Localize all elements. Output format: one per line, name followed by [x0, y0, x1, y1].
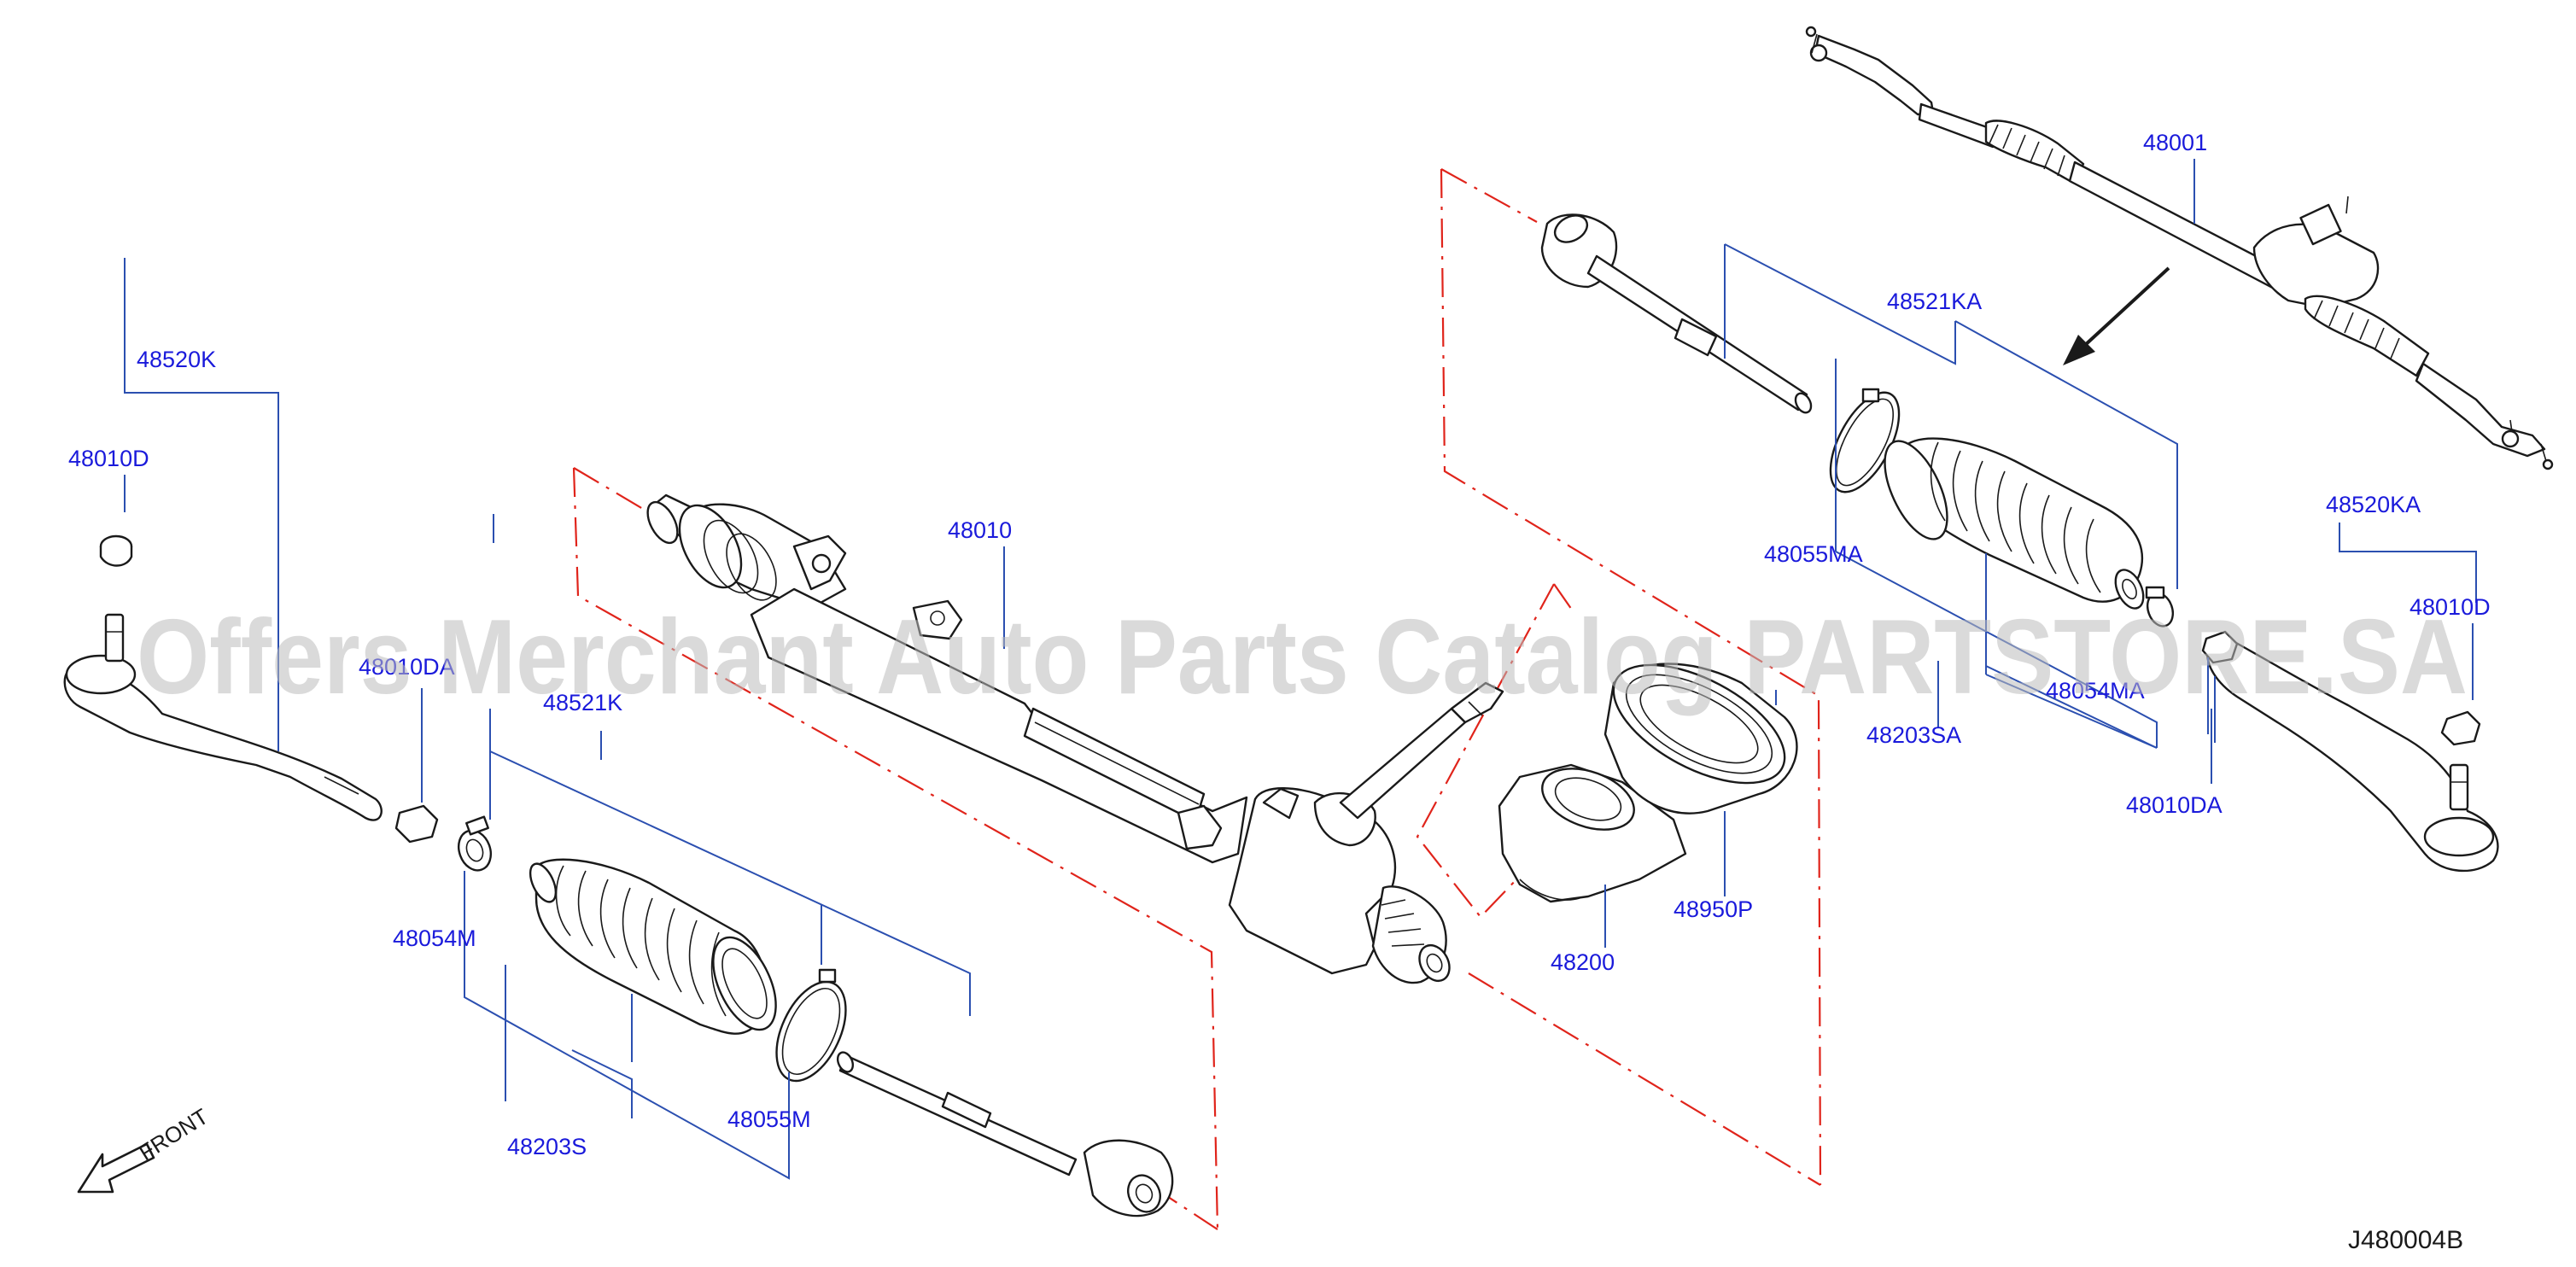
tie-rod-end-right — [2206, 637, 2499, 873]
part-label-48520ka-14: 48520KA — [2326, 492, 2421, 517]
part-label-48203s-11: 48203S — [507, 1134, 587, 1159]
clamp-48054M — [457, 815, 493, 872]
part-label-48521k-15: 48521K — [543, 690, 622, 715]
explode-outline-right — [1440, 168, 1822, 1186]
leader-line-5 — [2339, 523, 2477, 603]
explode-lines — [572, 168, 1822, 1230]
leader-line-18 — [1954, 320, 2178, 589]
boot-left — [529, 858, 777, 1035]
pinion-boot — [1498, 763, 1687, 903]
explode-line-boot-top — [1553, 583, 1576, 616]
direction-arrow — [2063, 266, 2170, 365]
explode-line-tierod-right — [1440, 168, 1538, 223]
diagram-code: J480004B — [2348, 1226, 2463, 1254]
part-label-48520k-13: 48520K — [137, 347, 216, 372]
grommet — [1603, 663, 1798, 814]
part-label-48521ka-16: 48521KA — [1887, 289, 1982, 314]
leader-line-13 — [489, 709, 971, 1016]
part-label-48054m-6: 48054M — [393, 925, 476, 951]
part-labels: 48001 48010 48010D 48010D 48010DA 48010DA 4805… — [68, 130, 2491, 1159]
leader-line-29 — [571, 1049, 633, 1118]
leader-line-26 — [1985, 674, 2158, 749]
leader-line-10 — [464, 931, 790, 1180]
rack-assembly-inset — [1805, 26, 2554, 470]
part-label-48010-1: 48010 — [948, 517, 1012, 543]
explode-line-rack-end — [1468, 972, 1821, 1186]
part-label-48010d-2: 48010D — [68, 446, 149, 471]
nut-left — [394, 804, 439, 844]
front-label: FRONT — [134, 1103, 213, 1165]
inner-tie-rod-left — [836, 1051, 1174, 1217]
part-label-48010d-3: 48010D — [2410, 594, 2491, 620]
explode-outline-left — [572, 467, 1219, 1230]
leader-lines — [124, 159, 2477, 1180]
leader-line-17 — [1724, 243, 1956, 365]
part-label-48055ma-9: 48055MA — [1764, 541, 1863, 567]
nut-right — [2201, 630, 2239, 664]
part-label-48010da-4: 48010DA — [2126, 792, 2223, 818]
leader-line-2 — [124, 258, 279, 751]
rack-housing — [646, 493, 1504, 984]
clamp-48054MA — [2145, 586, 2175, 628]
front-arrow-icon — [77, 1142, 155, 1194]
part-label-48950p-17: 48950P — [1674, 896, 1753, 922]
part-label-48203sa-12: 48203SA — [1866, 722, 1961, 748]
part-label-48055m-8: 48055M — [727, 1106, 811, 1132]
part-label-48010da-5: 48010DA — [359, 654, 455, 680]
leader-line-21 — [1835, 551, 2158, 748]
part-label-48001-0: 48001 — [2143, 130, 2207, 155]
part-label-48200-10: 48200 — [1551, 949, 1615, 975]
part-label-48054ma-7: 48054MA — [2046, 678, 2145, 704]
inner-tie-rod-right — [1540, 213, 1813, 414]
tie-rod-end-left — [63, 534, 383, 821]
watermark: Offers Merchant Auto Parts Catalog PARTS… — [137, 598, 2468, 716]
boot-right — [1884, 437, 2145, 610]
